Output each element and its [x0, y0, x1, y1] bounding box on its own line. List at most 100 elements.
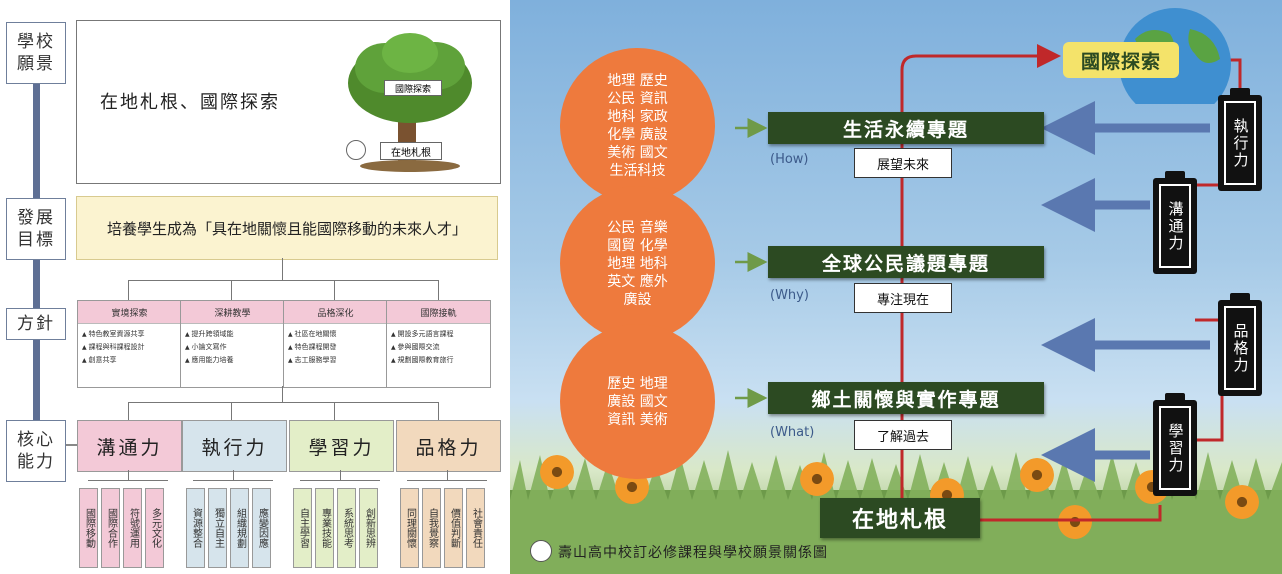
strategy-item: 社區在地關懷	[288, 328, 383, 341]
strategy-item: 志工服務學習	[288, 354, 383, 367]
sub-capability: 符號運用	[123, 488, 142, 568]
sub-capability: 獨立自主	[208, 488, 227, 568]
connector	[282, 258, 283, 280]
sub-capability: 系統思考	[337, 488, 356, 568]
connector	[66, 444, 77, 446]
connector	[128, 280, 438, 281]
strategy-card: 品格深化 社區在地關懷特色課程開發志工服務學習	[283, 300, 388, 388]
strategy-item: 創意共享	[82, 354, 177, 367]
sub-capability: 創新思辨	[359, 488, 378, 568]
strategy-title: 深耕教學	[181, 301, 284, 324]
sub-capability: 組織規劃	[230, 488, 249, 568]
project-global-citizen: 全球公民議題專題	[768, 246, 1044, 278]
top-goal-box: 國際探索	[1063, 42, 1179, 78]
strategy-item: 參與國際交流	[391, 341, 486, 354]
flow-lines	[735, 44, 1242, 522]
project-local: 鄉土關懷與實作專題	[768, 382, 1044, 414]
battery-label: 執行力	[1224, 101, 1256, 185]
connector	[128, 402, 129, 420]
strategy-card: 深耕教學 提升跨領域能小論文寫作應用能力培養	[180, 300, 285, 388]
connector	[438, 402, 439, 420]
school-logo-icon	[346, 140, 366, 160]
strategy-item: 特色課程開發	[288, 341, 383, 354]
battery-label: 溝通力	[1159, 184, 1191, 268]
battery-label: 學習力	[1159, 406, 1191, 490]
tree-label-bottom: 在地札根	[380, 142, 442, 160]
strategy-item: 開設多元語言課程	[391, 328, 486, 341]
strategy-item: 應用能力培養	[185, 354, 280, 367]
capability-communication: 溝通力	[77, 420, 182, 472]
capability-character: 品格力	[396, 420, 501, 472]
battery-label: 品格力	[1224, 306, 1256, 390]
sub-capability: 自主學習	[293, 488, 312, 568]
connector	[438, 280, 439, 300]
connector	[88, 480, 168, 481]
goal-box: 培養學生成為「具在地關懷且能國際移動的未來人才」	[76, 196, 498, 260]
connector	[231, 402, 232, 420]
connector	[128, 280, 129, 300]
connector	[447, 470, 448, 480]
connector	[233, 470, 234, 480]
connector	[300, 480, 380, 481]
project-sustainable: 生活永續專題	[768, 112, 1044, 144]
battery-learning: 學習力	[1153, 393, 1197, 496]
connector	[407, 480, 487, 481]
strategy-title: 品格深化	[284, 301, 387, 324]
vision-text: 在地札根、國際探索	[100, 92, 280, 113]
battery-character: 品格力	[1218, 293, 1262, 396]
strategy-title: 國際接軌	[387, 301, 490, 324]
flower-icon	[1225, 485, 1259, 519]
sub-capability: 應變因應	[252, 488, 271, 568]
sub-capability: 社會責任	[466, 488, 485, 568]
caption: 壽山高中校訂必修課程與學校願景關係圖	[558, 545, 828, 561]
capability-execution: 執行力	[182, 420, 287, 472]
strategy-item: 規劃國際教育旅行	[391, 354, 486, 367]
project-time: 專注現在	[854, 283, 952, 313]
strategy-card: 國際接軌 開設多元語言課程參與國際交流規劃國際教育旅行	[386, 300, 491, 388]
battery-communication: 溝通力	[1153, 171, 1197, 274]
project-question: (How)	[770, 152, 809, 167]
subject-circle: 歷史 地理 廣設 國文 資訊 美術	[560, 324, 715, 479]
sub-capability: 專業技能	[315, 488, 334, 568]
strategy-item: 課程與科課程設計	[82, 341, 177, 354]
sub-capability: 同理關懷	[400, 488, 419, 568]
side-label-capability: 核心 能力	[6, 420, 66, 482]
project-question: (Why)	[770, 288, 809, 303]
subject-circle: 公民 音樂 國貿 化學 地理 地科 英文 應外 廣設	[560, 186, 715, 341]
strategy-card: 實境探索 特色教室資源共享課程與科課程設計創意共享	[77, 300, 182, 388]
project-time: 了解過去	[854, 420, 952, 450]
flower-icon	[540, 455, 574, 489]
connector	[128, 402, 438, 403]
side-label-vision: 學校 願景	[6, 22, 66, 84]
school-logo-icon	[530, 540, 552, 562]
capability-learning: 學習力	[289, 420, 394, 472]
right-panel: 地理 歷史 公民 資訊 地科 家政 化學 廣設 美術 國文 生活科技 公民 音樂…	[510, 0, 1282, 574]
sub-capability: 價值判斷	[444, 488, 463, 568]
sub-capability: 國際移動	[79, 488, 98, 568]
strategy-item: 提升跨領域能	[185, 328, 280, 341]
strategy-title: 實境探索	[78, 301, 181, 324]
root-box: 在地札根	[820, 498, 980, 538]
side-label-goal: 發展 目標	[6, 198, 66, 260]
strategy-item: 特色教室資源共享	[82, 328, 177, 341]
side-label-strategy: 方針	[6, 308, 66, 340]
battery-execution: 執行力	[1218, 88, 1262, 191]
connector	[193, 480, 273, 481]
connector	[128, 470, 129, 480]
connector	[334, 280, 335, 300]
sub-capability: 自我覺察	[422, 488, 441, 568]
connector	[231, 280, 232, 300]
left-panel: 學校 願景 發展 目標 方針 核心 能力 在地札根、國際探索 國際探索 在地札根…	[0, 0, 505, 574]
sub-capability: 資源整合	[186, 488, 205, 568]
connector	[334, 402, 335, 420]
connector	[340, 470, 341, 480]
strategy-item: 小論文寫作	[185, 341, 280, 354]
flower-icon	[800, 462, 834, 496]
sub-capability: 國際合作	[101, 488, 120, 568]
flower-icon	[1058, 505, 1092, 539]
connector	[282, 386, 283, 402]
project-time: 展望未來	[854, 148, 952, 178]
sub-capability: 多元文化	[145, 488, 164, 568]
tree-label-top: 國際探索	[384, 80, 442, 96]
subject-circle: 地理 歷史 公民 資訊 地科 家政 化學 廣設 美術 國文 生活科技	[560, 48, 715, 203]
